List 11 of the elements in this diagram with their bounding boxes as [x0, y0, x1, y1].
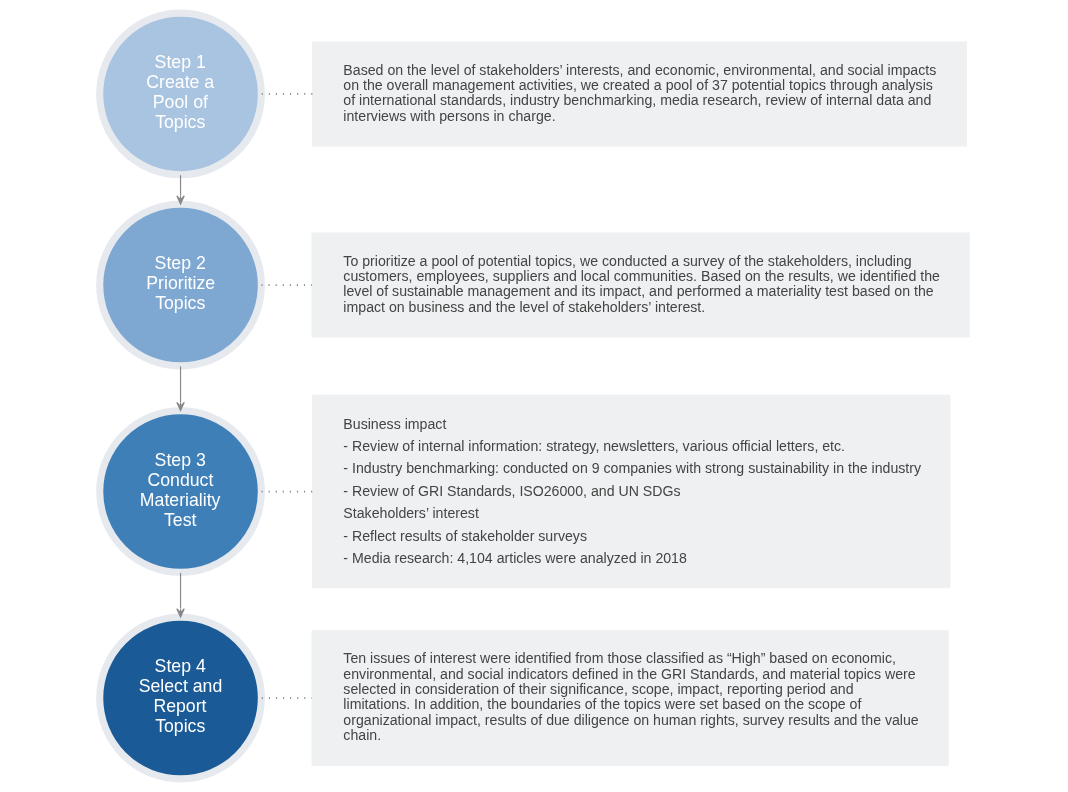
node-box: To prioritize a pool of potential topics, we conducted a survey of the stakeholders, including customers, employees, suppliers and local communities. Based on the results, we identified the level of sustainable management and its impact, and performed a materiality test based on the impact on business and the level of stakeholders’ interest.: [311, 232, 970, 338]
arrow: [175, 174, 185, 205]
node-box: Business impact - Review of internal information: strategy, newsletters, various official letters, etc. - Industry benchmarking: conducted on 9 companies with strong sustainability in the industry - Review of GRI Standards, ISO26000, and UN SDGs Stakeholders’ interest - Reflect results of stakeholder surveys - Media research: 4,104 articles were analyzed in 2018: [311, 394, 950, 589]
node-circle: Step 2 Prioritize Topics: [95, 200, 265, 370]
node-circle: Step 4 Select and Report Topics: [95, 613, 265, 783]
node-circle: Step 1 Create a Pool of Topics: [95, 9, 265, 179]
arrow: [175, 572, 185, 618]
node-box: Based on the level of stakeholders’ interests, and economic, environmental, and social impacts on the overall management activities, we created a pool of 37 potential topics through analysis of international standards, industry benchmarking, media research, review of internal data and interviews with persons in charge.: [311, 41, 967, 147]
node-circle: Step 3 Conduct Materiality Test: [95, 407, 265, 576]
arrow: [175, 365, 185, 412]
node-box: Ten issues of interest were identified from those classified as “High” based on economic, environmental, and social indicators defined in the GRI Standards, and material topics were selected in consideration of their significance, scope, impact, reporting period and limitations. In addition, the boundaries of the topics were set based on the scope of organizational impact, results of due diligence on human rights, survey results and the value chain.: [311, 630, 949, 766]
